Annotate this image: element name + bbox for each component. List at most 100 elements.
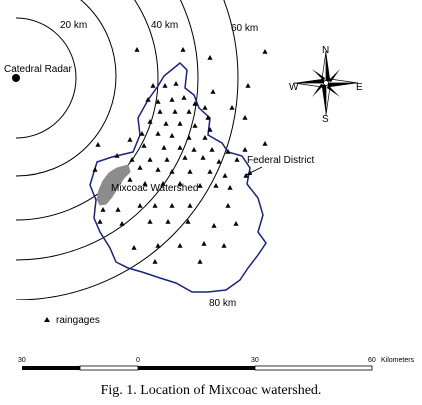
ring-label-60km: 60 km	[231, 23, 258, 34]
raingage-marker	[177, 181, 183, 186]
raingage-marker	[202, 105, 208, 110]
scale-unit: Kilometers	[381, 357, 415, 364]
raingage-marker	[95, 142, 101, 147]
compass-south: S	[322, 114, 329, 125]
raingage-marker	[147, 119, 153, 124]
raingage-marker	[127, 177, 133, 182]
compass-rose-icon	[293, 50, 359, 116]
raingage-marker	[145, 97, 151, 102]
raingage-marker	[233, 221, 239, 226]
mixcoac-watershed	[96, 164, 131, 206]
raingage-marker	[216, 159, 222, 164]
federal-district-label: Federal District	[247, 155, 314, 166]
range-rings	[15, 0, 239, 300]
raingage-marker	[119, 221, 125, 226]
legend-raingages-label: raingages	[56, 315, 100, 326]
raingage-marker	[173, 81, 179, 86]
compass-north: N	[322, 45, 329, 56]
raingage-marker	[127, 137, 133, 142]
raingage-marker	[209, 147, 215, 152]
raingage-marker	[262, 49, 268, 54]
raingage-marker	[152, 203, 158, 208]
raingage-marker	[182, 155, 188, 160]
raingage-marker	[161, 145, 167, 150]
ring-label-40km: 40 km	[151, 20, 178, 31]
raingage-marker	[225, 203, 231, 208]
raingage-marker	[207, 55, 213, 60]
raingage-marker	[205, 115, 211, 120]
raingage-marker	[139, 131, 145, 136]
raingage-marker	[227, 185, 233, 190]
raingage-marker	[142, 181, 148, 186]
raingage-marker	[197, 183, 203, 188]
raingage-marker	[201, 241, 207, 246]
watershed-label: Mixcoac Watershed	[111, 183, 198, 194]
raingage-marker	[177, 121, 183, 126]
raingage-marker	[213, 183, 219, 188]
raingage-marker	[114, 153, 120, 158]
raingage-marker	[192, 101, 198, 106]
raingage-marker	[172, 109, 178, 114]
range-ring	[15, 0, 199, 261]
raingage-marker	[155, 131, 161, 136]
raingage-marker	[186, 109, 192, 114]
raingage-marker	[163, 121, 169, 126]
raingage-marker	[177, 243, 183, 248]
raingage-marker	[160, 181, 166, 186]
raingage-marker	[243, 173, 249, 178]
raingage-marker	[202, 135, 208, 140]
raingage-marker	[169, 133, 175, 138]
raingage-marker	[147, 157, 153, 162]
raingage-marker	[137, 165, 143, 170]
scale-bar	[22, 365, 373, 371]
raingage-marker	[187, 203, 193, 208]
raingage-marker	[191, 147, 197, 152]
raingage-marker	[155, 167, 161, 172]
raingage-marker	[131, 245, 137, 250]
raingage-marker	[221, 243, 227, 248]
legend-raingage-icon	[44, 317, 50, 322]
raingage-marker	[134, 47, 140, 52]
ring-label-80km: 80 km	[209, 298, 236, 309]
raingage-marker	[129, 157, 135, 162]
raingage-marker	[150, 83, 156, 88]
scale-tick-neg30: 30	[18, 357, 26, 364]
raingage-marker	[262, 141, 268, 146]
raingage-marker	[164, 157, 170, 162]
federal-district-leader-arrow	[246, 171, 252, 175]
radar-marker	[12, 74, 20, 82]
raingage-marker	[210, 89, 216, 94]
raingage-marker	[242, 147, 248, 152]
raingage-marker	[186, 135, 192, 140]
raingage-marker	[155, 99, 161, 104]
scale-tick-0: 0	[136, 357, 140, 364]
raingage-marker	[165, 219, 171, 224]
raingage-marker	[211, 223, 217, 228]
raingage-marker	[229, 105, 235, 110]
raingage-marker	[92, 167, 98, 172]
scale-tick-60: 60	[368, 357, 376, 364]
raingage-markers	[92, 47, 268, 264]
compass-east: E	[356, 82, 363, 93]
raingage-marker	[169, 97, 175, 102]
scale-tick-30: 30	[251, 357, 259, 364]
raingage-marker	[245, 83, 251, 88]
raingage-marker	[97, 219, 103, 224]
raingage-marker	[187, 169, 193, 174]
raingage-marker	[207, 169, 213, 174]
range-ring	[15, 0, 239, 300]
raingage-marker	[169, 169, 175, 174]
raingage-marker	[185, 219, 191, 224]
raingage-marker	[197, 259, 203, 264]
raingage-marker	[222, 173, 228, 178]
figure-caption: Fig. 1. Location of Mixcoac watershed.	[100, 383, 322, 398]
radar-label: Catedral Radar	[4, 64, 72, 75]
raingage-marker	[155, 243, 161, 248]
raingage-marker	[234, 157, 240, 162]
raingage-marker	[100, 207, 106, 212]
raingage-marker	[200, 155, 206, 160]
raingage-marker	[181, 95, 187, 100]
range-ring	[15, 0, 117, 177]
raingage-marker	[137, 203, 143, 208]
